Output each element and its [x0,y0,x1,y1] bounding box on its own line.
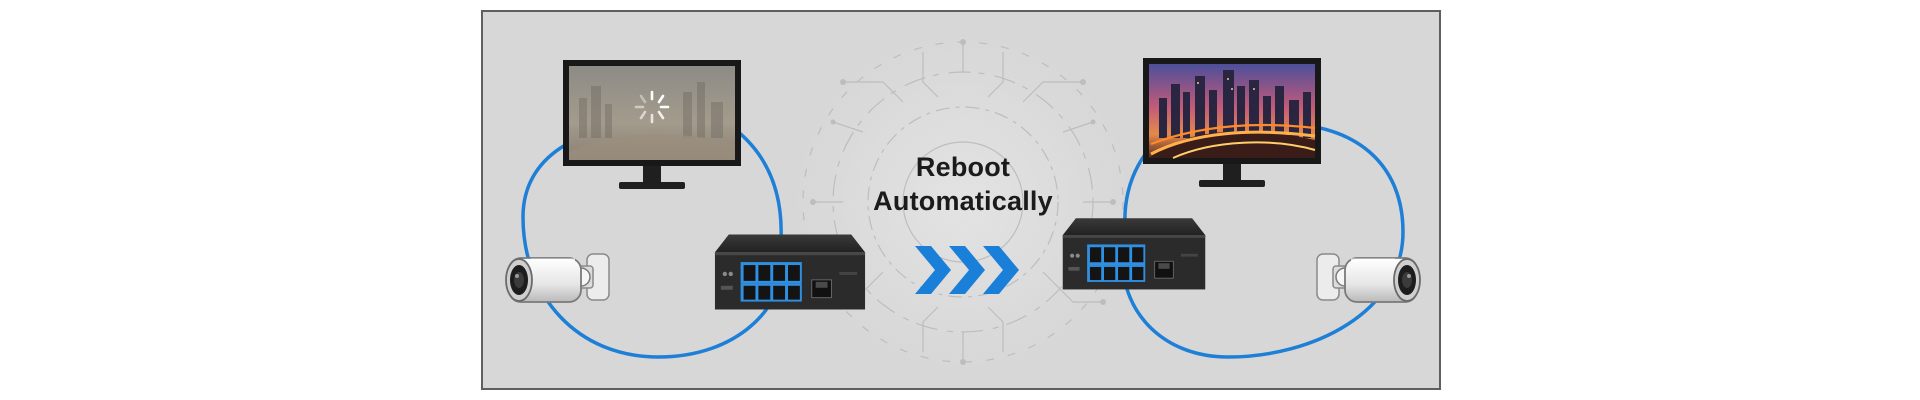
left-network-loop [521,122,785,359]
diagram-scene [504,32,1422,372]
circuit-background [793,32,1133,372]
right-recovered-system [1062,58,1422,359]
chevron-right-icon [915,246,951,294]
monitor-loading-icon [563,60,741,189]
poe-switch-icon [1062,217,1206,290]
caption-line-1: Reboot [915,152,1011,182]
right-network-loop [1227,122,1405,359]
diagram-panel: Reboot Automatically [481,10,1441,390]
monitor-city-icon [1143,58,1321,187]
poe-switch-icon [714,233,866,310]
caption-line-2: Automatically [873,186,1053,216]
bullet-camera-icon [504,252,611,304]
loading-spinner-icon [634,90,670,124]
left-failed-system [504,60,866,359]
bullet-camera-icon [1315,252,1422,304]
chevron-right-icon [949,246,985,294]
arrow-sequence [915,246,1019,294]
chevron-right-icon [983,246,1019,294]
